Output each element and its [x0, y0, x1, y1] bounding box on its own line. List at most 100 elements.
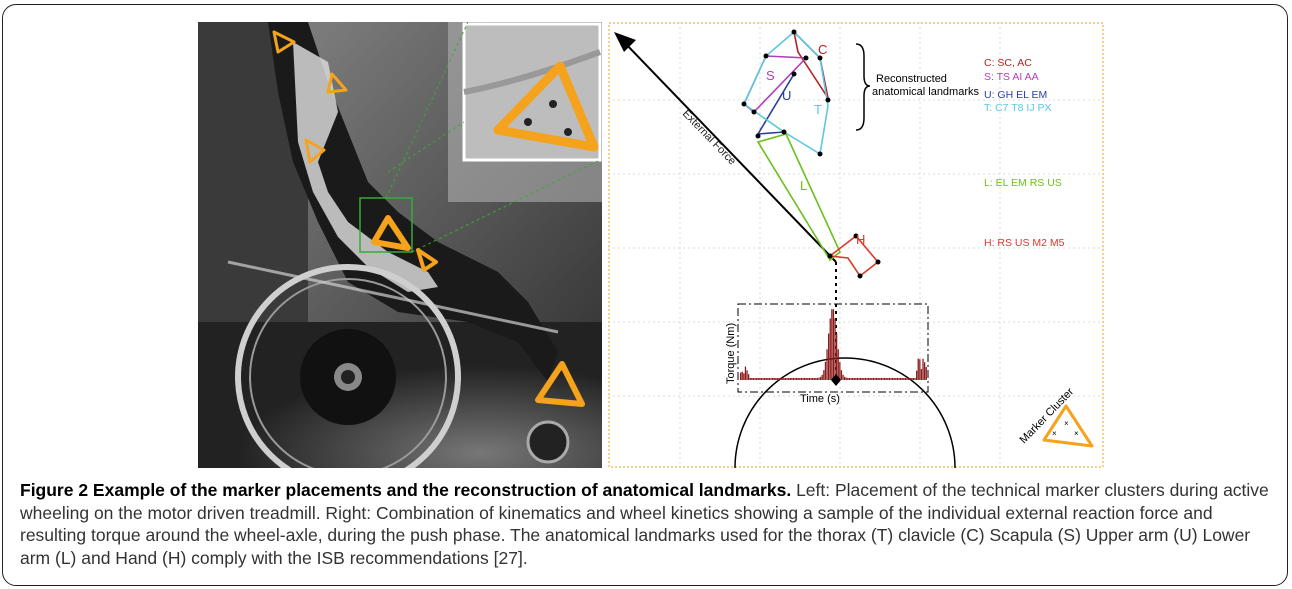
torque-bar [850, 378, 851, 380]
kinematics-plot: External Force Torque (Nm) Time (s) C S … [608, 22, 1104, 468]
torque-bar [852, 378, 853, 380]
legend-item-s: S: TS AI AA [984, 71, 1039, 83]
legend-item-u: U: GH EL EM [984, 89, 1047, 101]
torque-bar [753, 378, 754, 380]
torque-bar [828, 334, 829, 380]
torque-bar [815, 378, 816, 380]
torque-bar [908, 378, 909, 380]
torque-bar [818, 378, 819, 380]
torque-bar [799, 378, 800, 380]
torque-bar [830, 319, 831, 380]
torque-bar [836, 334, 837, 380]
torque-bar [783, 378, 784, 380]
torque-bar [839, 362, 840, 380]
torque-bar [806, 378, 807, 380]
torque-bar [873, 378, 874, 380]
torque-bar [865, 378, 866, 380]
torque-bar [857, 378, 858, 380]
torque-bar [822, 375, 823, 380]
torque-bar [884, 378, 885, 380]
torque-bar [826, 349, 827, 380]
torque-bar [748, 374, 749, 380]
torque-bar [847, 378, 848, 380]
torque-bar [750, 378, 751, 380]
torque-bar [844, 377, 845, 380]
torque-bar [897, 378, 898, 380]
torque-bar [860, 378, 861, 380]
torque-bar [898, 378, 899, 380]
torque-bar [809, 378, 810, 380]
torque-bar [796, 378, 797, 380]
torque-bar [788, 378, 789, 380]
svg-text:×: × [1074, 429, 1079, 438]
torque-bar [759, 378, 760, 380]
reconstructed-label-1: Reconstructed [876, 73, 947, 85]
torque-bar [764, 378, 765, 380]
torque-bar [910, 378, 911, 380]
letter-h: H [856, 232, 865, 247]
torque-bar [924, 362, 925, 380]
torque-bar [870, 378, 871, 380]
torque-bar [834, 319, 835, 380]
torque-bar [804, 378, 805, 380]
svg-text:×: × [1052, 429, 1057, 438]
torque-bar [849, 378, 850, 380]
torque-bar [825, 362, 826, 380]
torque-bar [841, 370, 842, 380]
torque-bar [745, 367, 746, 380]
torque-bar [775, 378, 776, 380]
torque-bar [922, 359, 923, 380]
torque-xlabel: Time (s) [800, 393, 840, 405]
torque-bar [785, 378, 786, 380]
torque-bar [892, 378, 893, 380]
torque-bar [820, 377, 821, 380]
letter-t: T [814, 102, 822, 117]
torque-bar [862, 378, 863, 380]
torque-bar [838, 349, 839, 380]
torque-bar [798, 378, 799, 380]
torque-bar [790, 378, 791, 380]
torque-bar [794, 378, 795, 380]
torque-bar [878, 378, 879, 380]
torque-bar [786, 378, 787, 380]
torque-bar [812, 378, 813, 380]
torque-bar [751, 378, 752, 380]
torque-bar [761, 378, 762, 380]
torque-bar [881, 378, 882, 380]
torque-bar [866, 378, 867, 380]
torque-bar [746, 370, 747, 380]
torque-bar [874, 378, 875, 380]
torque-bar [767, 378, 768, 380]
torque-bar [754, 378, 755, 380]
letter-s: S [766, 68, 775, 83]
torque-bar [871, 378, 872, 380]
torque-bar [868, 378, 869, 380]
torque-ylabel: Torque (Nm) [725, 323, 737, 384]
torque-bar [911, 378, 912, 380]
torque-bar [921, 369, 922, 380]
torque-bar [842, 375, 843, 380]
torque-bar [900, 378, 901, 380]
torque-bar [879, 378, 880, 380]
wheelchair-photo [198, 22, 602, 468]
torque-bar [823, 370, 824, 380]
legend-item-c: C: SC, AC [984, 57, 1032, 69]
torque-bar [758, 378, 759, 380]
legend-item-t: T: C7 T8 IJ PX [984, 102, 1052, 114]
letter-c: C [818, 42, 827, 57]
letter-l: L [800, 178, 807, 193]
torque-bar [801, 378, 802, 380]
torque-bar [889, 378, 890, 380]
letter-u: U [782, 88, 791, 103]
torque-bar [831, 309, 832, 380]
torque-bar [774, 378, 775, 380]
reconstructed-label-2: anatomical landmarks [872, 86, 979, 98]
torque-bar [919, 359, 920, 380]
torque-bar [913, 378, 914, 380]
torque-bar [802, 378, 803, 380]
torque-bar [855, 378, 856, 380]
torque-bar [740, 373, 741, 380]
torque-bar [926, 367, 927, 380]
torque-bar [902, 378, 903, 380]
torque-bar [905, 378, 906, 380]
